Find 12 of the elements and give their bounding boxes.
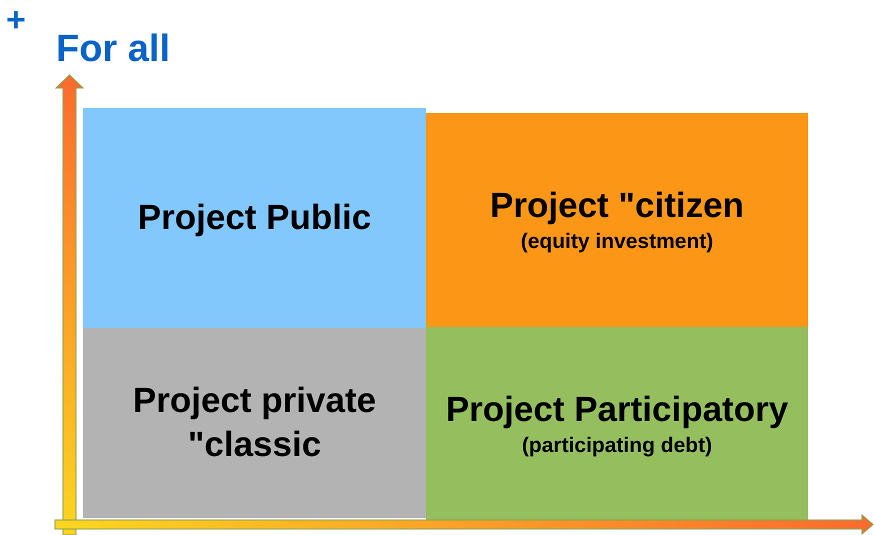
quadrant-subtitle: (participating debt) (520, 432, 714, 458)
quadrant-title: Project "citizen (489, 185, 745, 227)
quadrant-title: Project Public (136, 197, 372, 239)
axis-label: For all (56, 27, 170, 72)
quadrant-panel (426, 113, 808, 327)
quadrant-panel (83, 108, 426, 328)
quadrant-subtitle: (equity investment) (520, 229, 714, 255)
plus-label: + (6, 0, 26, 40)
quadrant-title: Project private "classic (132, 380, 378, 466)
quadrant-panel (83, 328, 426, 518)
quadrant-panel (426, 327, 808, 520)
quadrant-title: Project Participatory (444, 388, 790, 430)
